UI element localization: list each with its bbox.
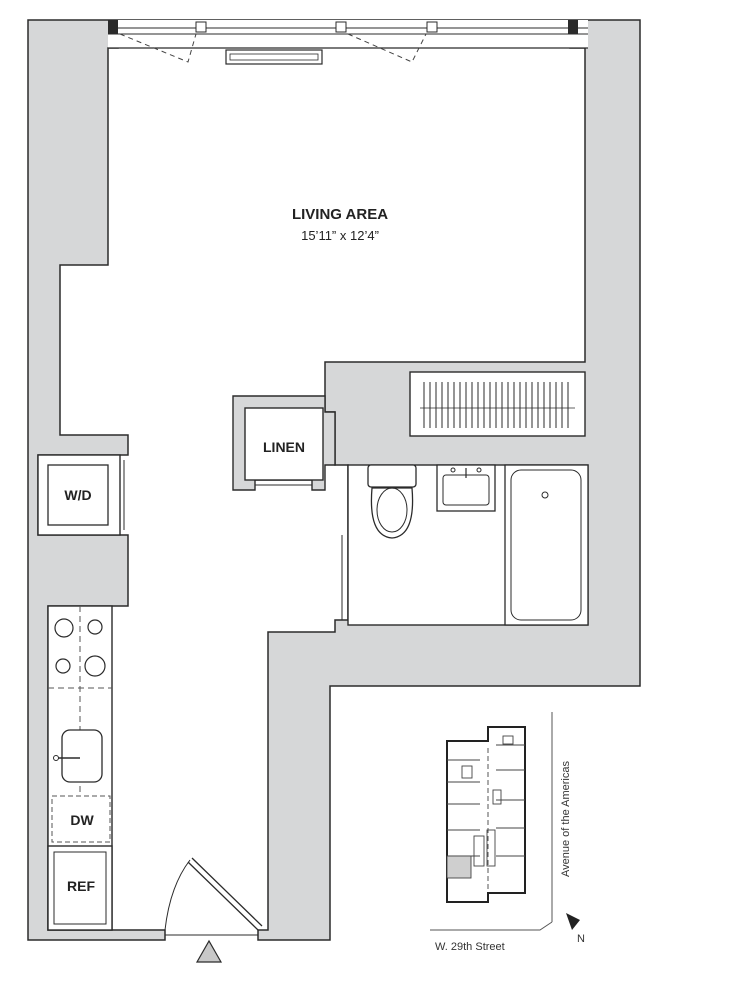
- refrigerator: [47, 845, 113, 931]
- avenue-label: Avenue of the Americas: [560, 761, 572, 877]
- key-plan-highlighted-unit: [446, 855, 472, 879]
- living-area-dimensions: 15’11” x 12’4”: [301, 228, 379, 243]
- kitchen-sink: [53, 729, 103, 783]
- north-arrow-icon: [566, 913, 580, 930]
- linen-closet: [244, 407, 324, 481]
- refrigerator-label: REF: [67, 878, 95, 894]
- entry-door: [164, 857, 263, 936]
- window-vent: [225, 49, 323, 65]
- living-area-label: LIVING AREA: [292, 206, 388, 223]
- entry-arrow-icon: [195, 939, 223, 963]
- washer-dryer-label: W/D: [64, 487, 91, 503]
- bathroom-sink: [436, 464, 496, 512]
- street-label: W. 29th Street: [435, 941, 505, 953]
- north-label: N: [577, 933, 585, 945]
- washer-dryer: [47, 464, 109, 526]
- dishwasher: [51, 795, 111, 843]
- linen-label: LINEN: [263, 439, 305, 455]
- key-plan: Avenue of the Americas W. 29th Street N: [430, 712, 585, 953]
- toilet: [367, 464, 417, 539]
- cooktop: [48, 618, 112, 689]
- dishwasher-label: DW: [70, 812, 94, 828]
- bathtub: [504, 464, 589, 626]
